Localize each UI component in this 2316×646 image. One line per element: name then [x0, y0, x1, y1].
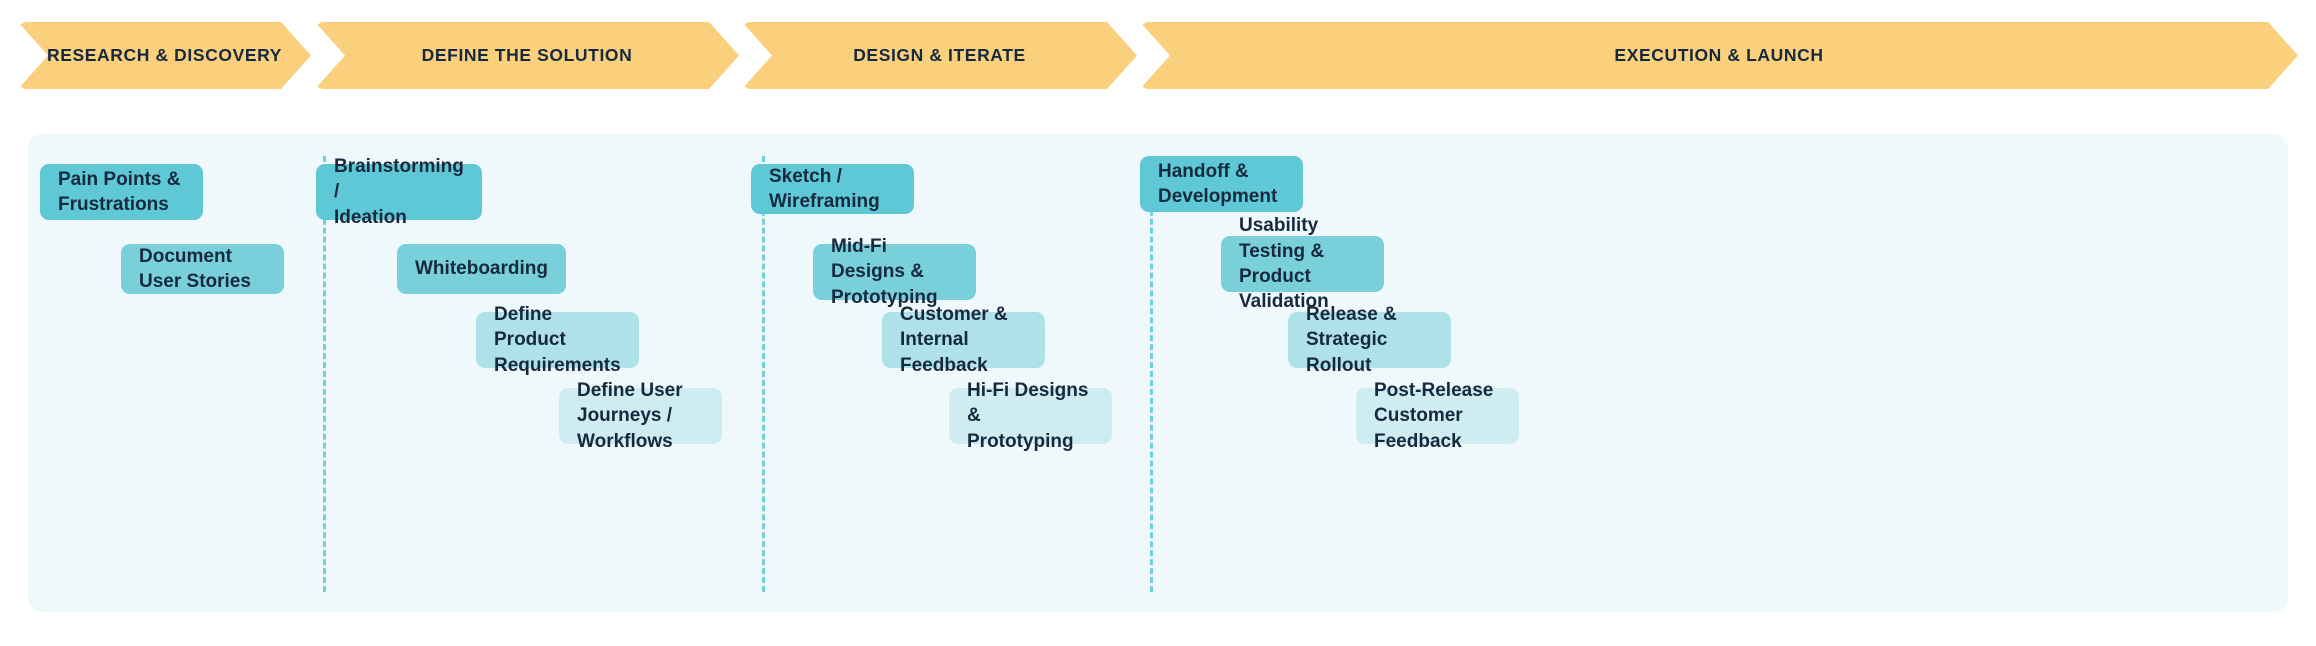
- phase-header-chevron[interactable]: RESEARCH & DISCOVERY: [18, 22, 311, 89]
- process-step-label: Whiteboarding: [415, 258, 548, 280]
- process-step-label: Pain Points & Frustrations: [58, 168, 181, 215]
- phase-divider: [1150, 156, 1153, 592]
- process-step-label: Hi-Fi Designs & Prototyping: [967, 380, 1089, 452]
- process-step-label: Customer & Internal Feedback: [900, 304, 1008, 376]
- process-step-card[interactable]: Mid-Fi Designs & Prototyping: [813, 236, 976, 308]
- process-step-label: Post-Release Customer Feedback: [1374, 380, 1494, 452]
- phase-header-chevron[interactable]: DEFINE THE SOLUTION: [315, 22, 739, 89]
- process-step-label: Document User Stories: [139, 245, 251, 292]
- process-step-card[interactable]: Release & Strategic Rollout: [1288, 304, 1451, 376]
- phase-header-label: DEFINE THE SOLUTION: [421, 45, 633, 65]
- process-step-label: Define User Journeys / Workflows: [577, 380, 683, 452]
- phase-header-label: RESEARCH & DISCOVERY: [47, 45, 282, 65]
- process-step-label: Release & Strategic Rollout: [1306, 304, 1397, 376]
- process-step-label: Handoff & Development: [1158, 160, 1278, 207]
- process-step-card[interactable]: Post-Release Customer Feedback: [1356, 380, 1519, 452]
- phase-header-chevron[interactable]: EXECUTION & LAUNCH: [1140, 22, 2298, 89]
- phase-header-label: EXECUTION & LAUNCH: [1614, 45, 1824, 65]
- process-step-card[interactable]: Pain Points & Frustrations: [40, 164, 203, 220]
- process-step-card[interactable]: Usability Testing & Product Validation: [1221, 215, 1384, 312]
- process-step-card[interactable]: Whiteboarding: [397, 244, 566, 294]
- process-step-card[interactable]: Sketch / Wireframing: [751, 164, 914, 214]
- process-step-card[interactable]: Document User Stories: [121, 244, 284, 294]
- process-step-card[interactable]: Define User Journeys / Workflows: [559, 380, 722, 452]
- process-step-label: Define Product Requirements: [494, 304, 621, 376]
- process-step-label: Sketch / Wireframing: [769, 165, 880, 212]
- phase-header-label: DESIGN & ITERATE: [853, 45, 1026, 65]
- process-step-card[interactable]: Hi-Fi Designs & Prototyping: [949, 380, 1112, 452]
- phase-header-row: RESEARCH & DISCOVERY DEFINE THE SOLUTION D…: [0, 0, 2316, 110]
- phase-divider: [762, 156, 765, 592]
- phase-divider: [323, 156, 326, 592]
- process-step-label: Mid-Fi Designs & Prototyping: [831, 236, 938, 308]
- process-step-card[interactable]: Handoff & Development: [1140, 156, 1303, 212]
- phase-header-chevron[interactable]: DESIGN & ITERATE: [742, 22, 1137, 89]
- process-step-label: Brainstorming / Ideation: [334, 156, 464, 228]
- process-step-card[interactable]: Define Product Requirements: [476, 304, 639, 376]
- process-step-card[interactable]: Customer & Internal Feedback: [882, 304, 1045, 376]
- process-step-label: Usability Testing & Product Validation: [1239, 215, 1329, 313]
- process-step-card[interactable]: Brainstorming / Ideation: [316, 156, 482, 228]
